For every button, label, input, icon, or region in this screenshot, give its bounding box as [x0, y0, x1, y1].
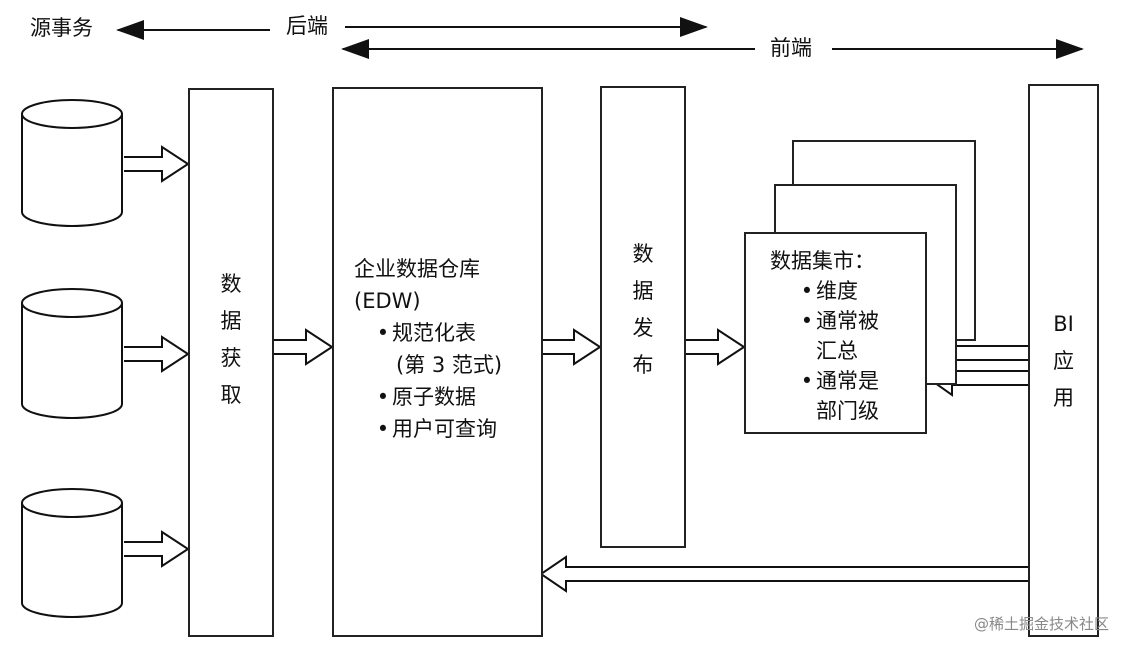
data-publish-box: 数 据 发 布 [600, 86, 686, 548]
bullet-icon: • [800, 279, 814, 303]
mart-item: 部门级 [816, 399, 879, 423]
acquire-char: 获 [220, 346, 242, 370]
bullet-icon: • [800, 309, 814, 333]
publish-char: 据 [632, 279, 654, 303]
bullet-icon: • [376, 321, 390, 345]
frontend-label: 前端 [770, 36, 812, 60]
mart-item: 维度 [816, 279, 858, 303]
mart-item: 通常被 [816, 309, 879, 333]
publish-char: 布 [632, 353, 654, 377]
data-publish-label: 数 据 发 布 [602, 236, 684, 384]
source-db-icon-1 [21, 99, 123, 227]
publish-char: 发 [632, 316, 654, 340]
data-mart-title: 数据集市： [770, 249, 875, 273]
edw-item: (第 3 范式) [396, 353, 503, 377]
acquire-char: 取 [220, 383, 242, 407]
edw-box: 企业数据仓库 (EDW) •规范化表 (第 3 范式) •原子数据 •用户可查询 [332, 87, 543, 637]
bi-char: 应 [1053, 349, 1074, 373]
edw-item: 原子数据 [392, 385, 476, 409]
bullet-icon: • [376, 385, 390, 409]
source-transactions-label: 源事务 [30, 16, 93, 40]
bi-application-box: BI 应 用 [1028, 84, 1099, 637]
publish-to-mart-arrow [686, 328, 746, 366]
bi-char: 用 [1053, 386, 1074, 410]
edw-item: 规范化表 [392, 321, 476, 345]
mart-item: 汇总 [816, 339, 858, 363]
edw-item: 用户可查询 [392, 417, 497, 441]
source-to-acquire-arrow-1 [124, 145, 190, 183]
data-acquisition-label: 数 据 获 取 [190, 266, 272, 414]
bi-application-label: BI 应 用 [1030, 306, 1097, 417]
data-acquisition-box: 数 据 获 取 [188, 88, 274, 637]
source-db-icon-3 [21, 488, 123, 618]
mart-item: 通常是 [816, 369, 879, 393]
acquire-char: 据 [220, 309, 242, 333]
acquire-to-edw-arrow [274, 328, 334, 366]
edw-to-publish-arrow [543, 328, 602, 366]
data-mart-box: 数据集市： •维度 •通常被 汇总 •通常是 部门级 [744, 232, 927, 434]
backend-label: 后端 [286, 14, 328, 38]
acquire-char: 数 [220, 272, 242, 296]
source-db-icon-2 [21, 288, 123, 419]
bullet-icon: • [376, 417, 390, 441]
bullet-icon: • [800, 369, 814, 393]
edw-abbr: (EDW) [354, 289, 421, 313]
source-to-acquire-arrow-3 [124, 530, 190, 568]
edw-title: 企业数据仓库 [354, 257, 480, 281]
bi-to-edw-arrow [539, 555, 1028, 593]
watermark: @稀土掘金技术社区 [973, 615, 1109, 633]
publish-char: 数 [632, 242, 654, 266]
source-to-acquire-arrow-2 [124, 335, 190, 373]
bi-char: BI [1053, 312, 1074, 336]
